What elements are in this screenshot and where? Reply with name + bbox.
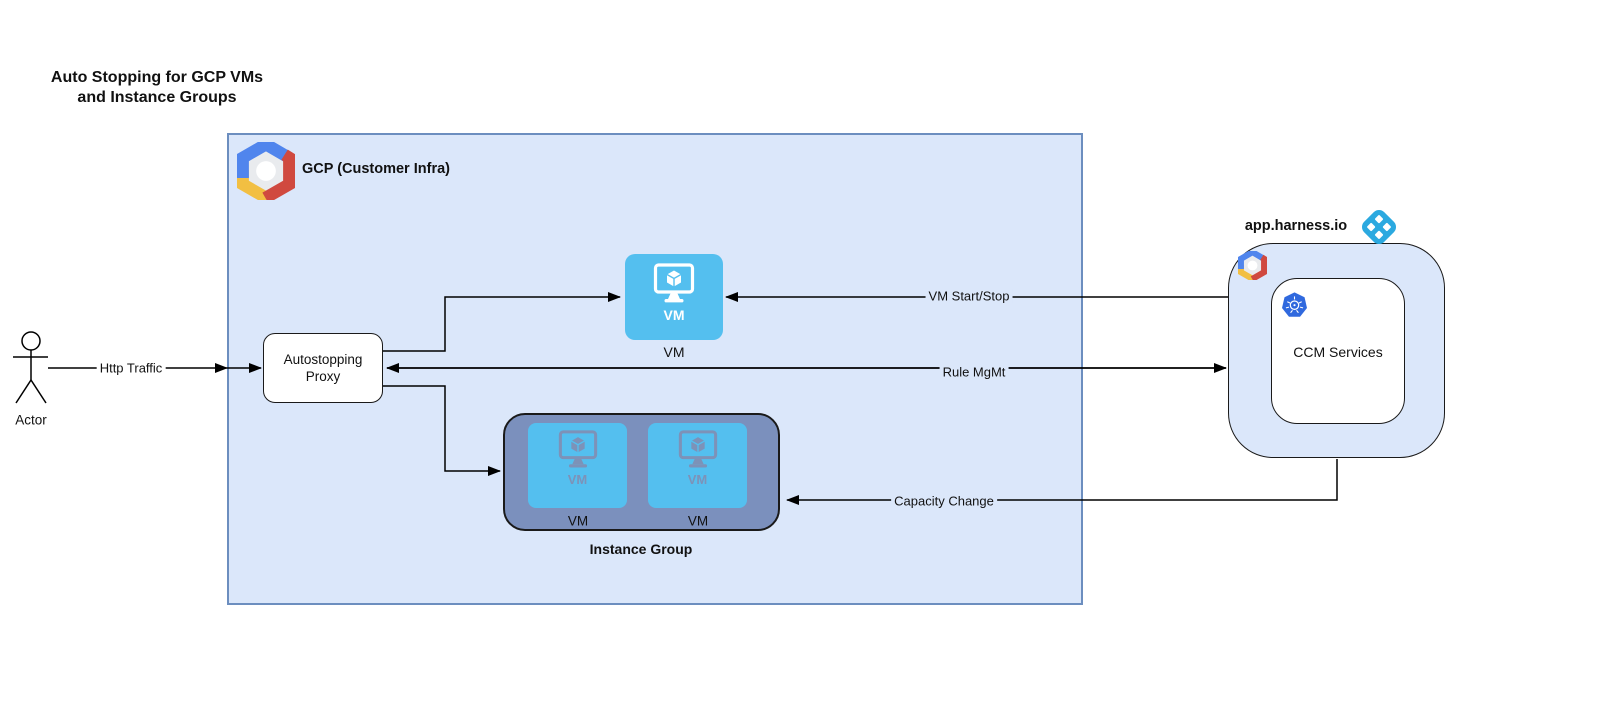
autostopping-proxy-node: Autostopping Proxy	[263, 333, 383, 403]
harness-logo-icon	[1361, 209, 1397, 245]
vm-monitor-icon	[558, 430, 597, 468]
actor-label: Actor	[15, 412, 47, 428]
autostopping-proxy-label: Autostopping Proxy	[284, 351, 363, 385]
actor-figure	[13, 331, 48, 404]
gcp-logo-icon	[237, 142, 295, 200]
diagram-title: Auto Stopping for GCP VMs and Instance G…	[49, 68, 265, 107]
proxy-label-line1: Autostopping	[283, 352, 363, 367]
harness-domain-label: app.harness.io	[1244, 218, 1348, 234]
vm-node-badge: VM	[663, 307, 685, 323]
rule-mgmt-label: Rule MgMt	[939, 364, 1009, 380]
ccm-services-label: CCM Services	[1293, 344, 1383, 360]
instance-group-caption: Instance Group	[589, 541, 693, 557]
vm-node-caption: VM	[663, 344, 685, 360]
instance-group-vm-1-caption: VM	[567, 513, 589, 529]
instance-group-vm-2-caption: VM	[687, 513, 709, 529]
gcp-container-label: GCP (Customer Infra)	[302, 161, 450, 177]
diagram-title-line2: and Instance Groups	[77, 88, 237, 106]
instance-group-vm-2: VM	[648, 423, 747, 508]
instance-group-vm-1-badge: VM	[567, 472, 588, 487]
proxy-label-line2: Proxy	[305, 369, 341, 384]
kubernetes-icon	[1282, 292, 1307, 317]
vm-monitor-icon	[653, 263, 695, 303]
vm-monitor-icon	[678, 430, 717, 468]
instance-group-vm-2-badge: VM	[687, 472, 708, 487]
vm-start-stop-label: VM Start/Stop	[925, 288, 1013, 304]
http-traffic-label: Http Traffic	[96, 360, 166, 376]
diagram-title-line1: Auto Stopping for GCP VMs	[50, 69, 264, 86]
vm-node: VM	[625, 254, 723, 340]
capacity-change-label: Capacity Change	[891, 493, 997, 509]
gcp-logo-small-icon	[1238, 251, 1267, 280]
instance-group-vm-1: VM	[528, 423, 627, 508]
